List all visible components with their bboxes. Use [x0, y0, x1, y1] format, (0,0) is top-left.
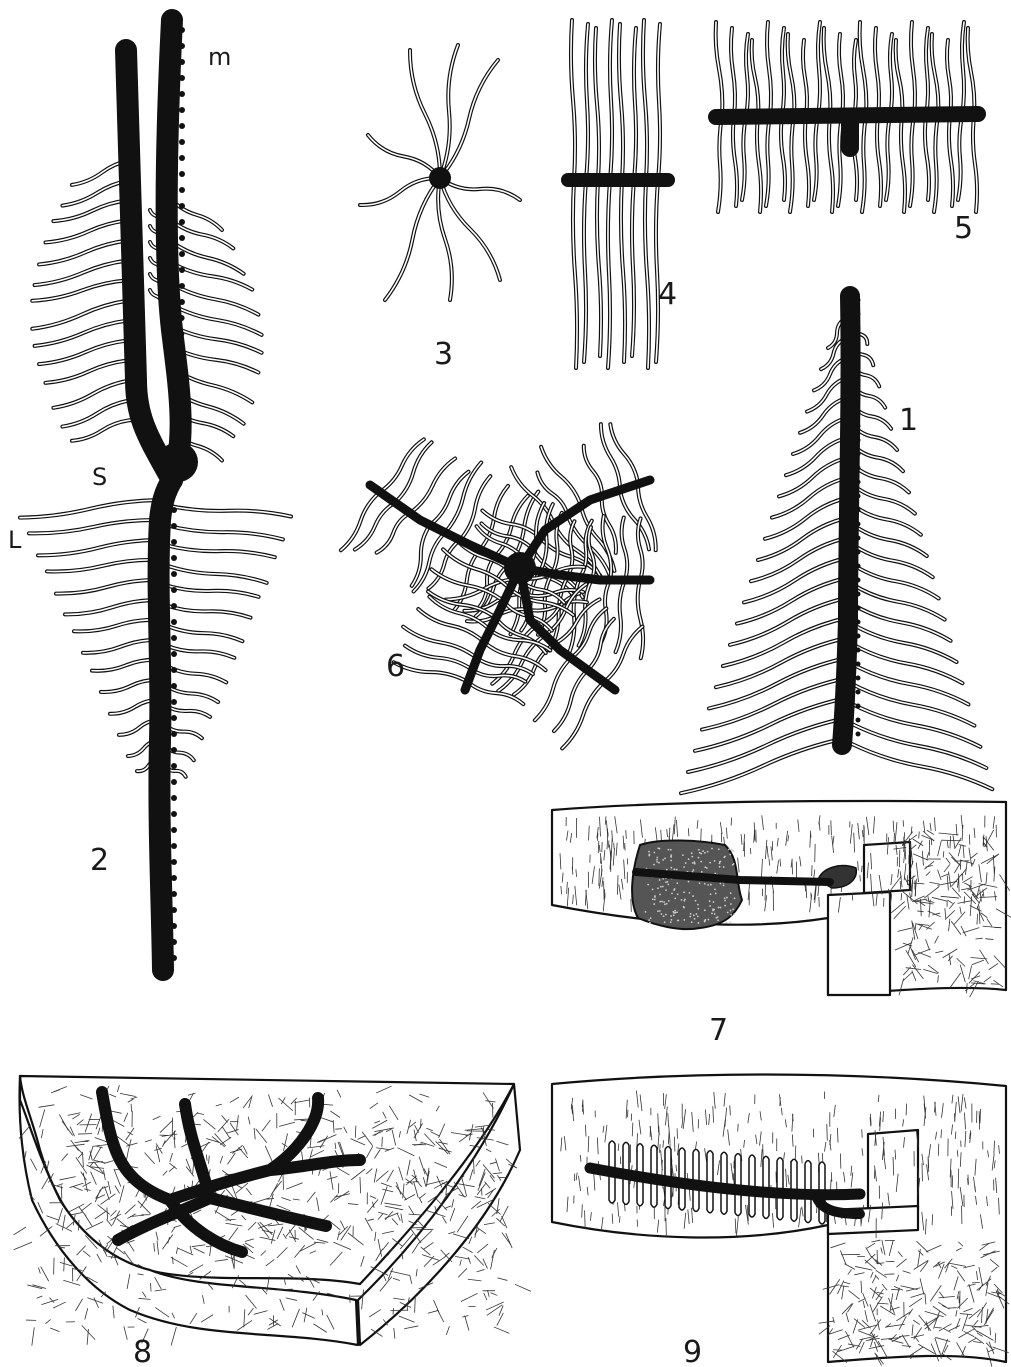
- figure-2-gallery: [20, 20, 291, 970]
- figure-8-wood-slice: [14, 1076, 531, 1346]
- figure-1-gallery: [681, 296, 992, 793]
- parent-gallery: [370, 485, 520, 568]
- label-fig-7: 7: [709, 1013, 728, 1048]
- figure-9-wood-block: [552, 1075, 1009, 1367]
- figure-6-gallery: [341, 424, 656, 748]
- figure-4-gallery: [568, 20, 668, 368]
- label-fig-4: 4: [658, 277, 677, 312]
- figure-3-gallery: [360, 45, 520, 300]
- label-part-s: S: [92, 463, 107, 491]
- label-fig-5: 5: [954, 211, 973, 246]
- label-fig-2: 2: [90, 843, 109, 878]
- label-part-l: L: [8, 526, 22, 554]
- label-fig-3: 3: [434, 337, 453, 372]
- label-fig-6: 6: [386, 649, 405, 684]
- label-fig-8: 8: [133, 1335, 152, 1367]
- label-fig-9: 9: [683, 1335, 702, 1367]
- label-fig-1: 1: [899, 403, 918, 438]
- figure-5-gallery: [716, 22, 978, 212]
- figure-7-wood-block: [552, 801, 1011, 997]
- label-part-m: m: [208, 43, 231, 71]
